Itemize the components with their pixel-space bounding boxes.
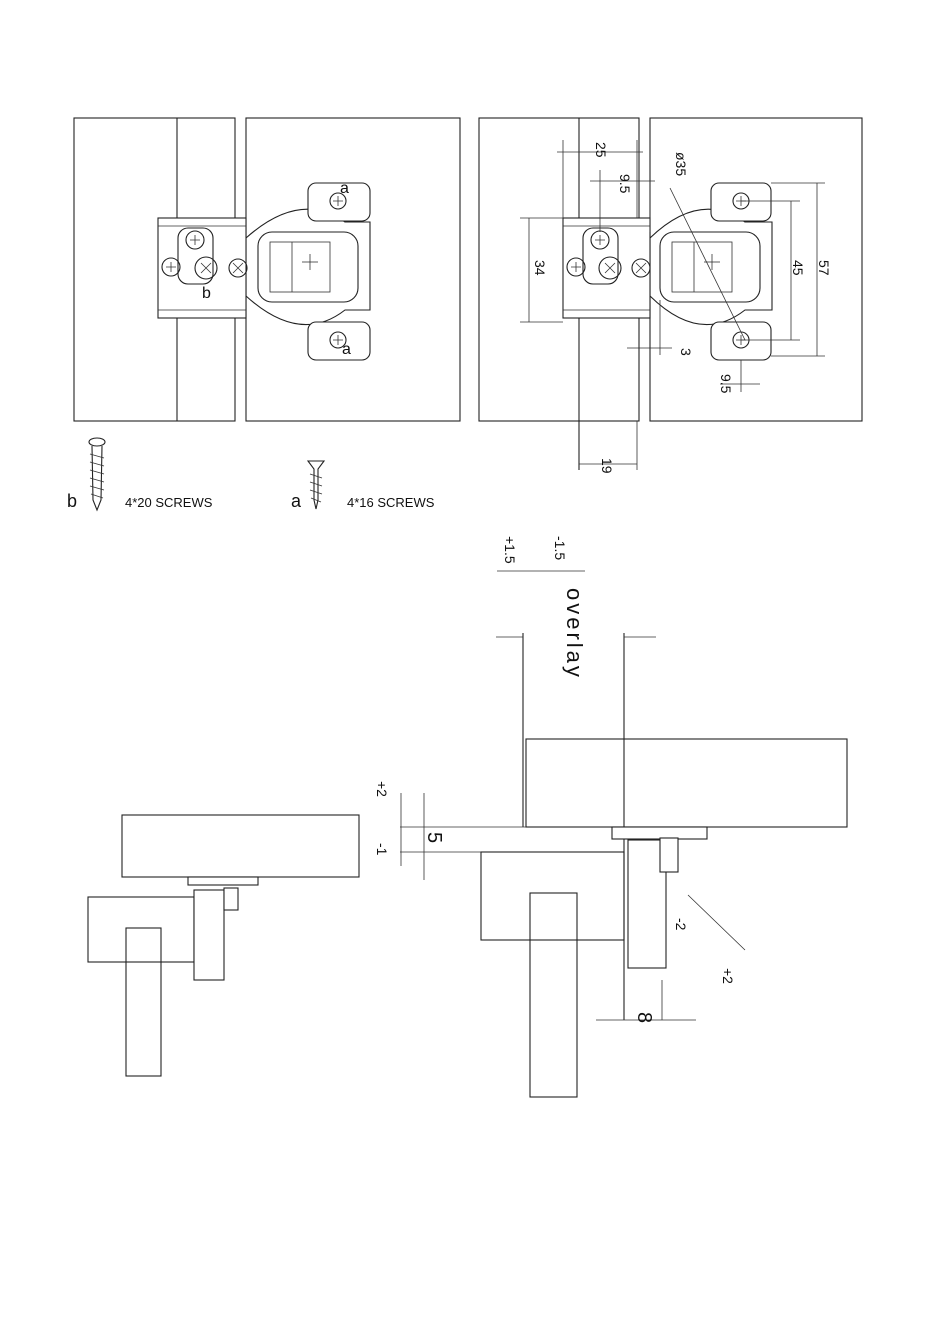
dim-45: 45 [790, 260, 806, 276]
screw-b-icon [89, 438, 105, 510]
hinge-dimension-view [479, 118, 862, 470]
dim-34: 34 [532, 260, 548, 276]
screw-b-marker: b [202, 285, 211, 302]
dim-35: ø35 [673, 152, 689, 176]
screw-a-letter: a [291, 491, 302, 511]
adjust-minus-2-depth: -2 [673, 918, 689, 931]
adjust-plus-2-vertical: +2 [374, 781, 390, 797]
dim-9-5-top: 9.5 [617, 174, 633, 194]
adjust-minus-1-5: -1.5 [552, 536, 568, 560]
screw-b-letter: b [67, 491, 77, 511]
hinge-side-view-small [88, 815, 359, 1076]
dim-19: 19 [599, 458, 615, 474]
screw-a-label: 4*16 SCREWS [347, 495, 435, 510]
adjust-plus-1-5: +1.5 [502, 536, 518, 564]
adjust-minus-1: -1 [374, 843, 390, 856]
screw-a-marker-bottom: a [342, 341, 351, 358]
screw-a-marker-top: a [340, 180, 349, 197]
dim-57: 57 [816, 260, 832, 276]
dim-25: 25 [593, 142, 609, 158]
dim-9-5-bottom: 9.5 [718, 374, 734, 394]
screw-a-icon [308, 461, 324, 509]
overlay-label: overlay [562, 588, 587, 680]
hinge-front-view-left [74, 118, 460, 421]
screw-b-label: 4*20 SCREWS [125, 495, 213, 510]
dim-8: 8 [633, 1012, 655, 1023]
dim-5: 5 [423, 832, 445, 843]
adjust-plus-2-depth: +2 [720, 968, 736, 984]
dim-3: 3 [678, 348, 694, 356]
hinge-side-view-large [400, 571, 847, 1097]
